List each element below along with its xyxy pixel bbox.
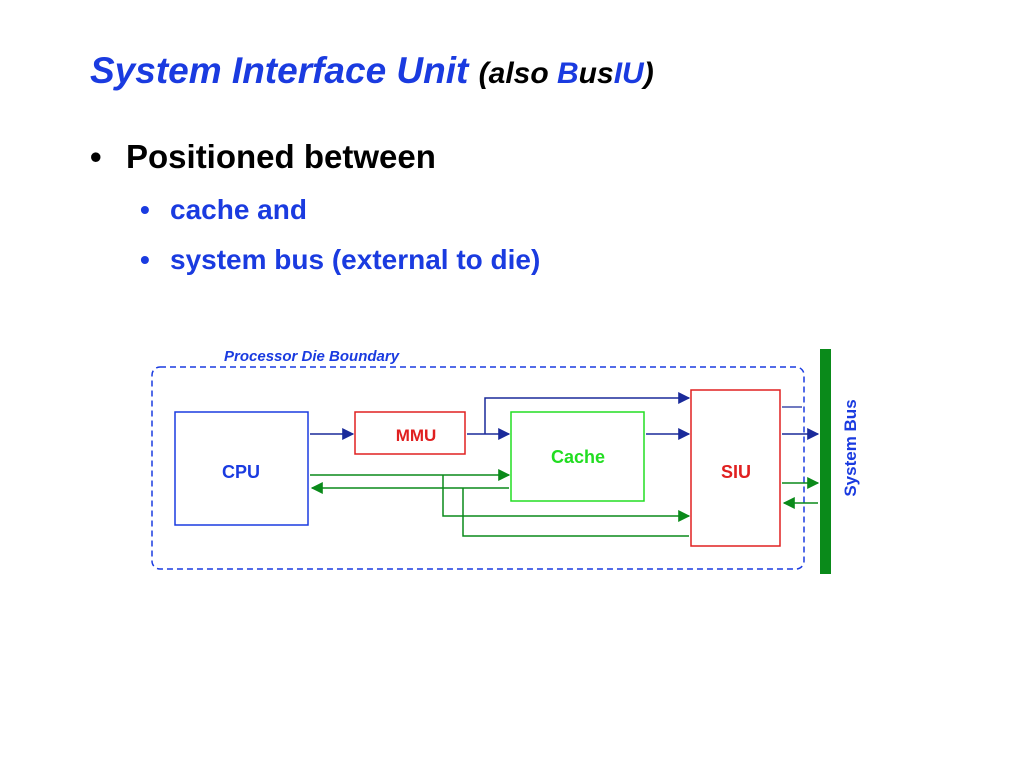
- title-parenthetical: (also BusIU): [479, 57, 654, 90]
- title-main: System Interface Unit: [90, 50, 469, 91]
- cpu-block: [174, 411, 309, 526]
- siu-block: [690, 389, 781, 547]
- mmu-block: [354, 411, 466, 455]
- title-letters-us: us: [578, 57, 614, 90]
- slide-title: System Interface Unit (also BusIU): [90, 50, 654, 92]
- siu-block-diagram: Processor Die Boundary CPU MMU Cache SIU…: [151, 348, 860, 574]
- arrow-mmu-to-siu: [484, 392, 691, 434]
- sub-bullet-text: system bus (external to die): [170, 244, 541, 275]
- system-bus-label: System Bus: [841, 399, 860, 496]
- mmu-label: MMU: [396, 426, 437, 445]
- bullet-level1: • Positioned between: [90, 138, 436, 176]
- die-boundary-label: Processor Die Boundary: [224, 348, 400, 365]
- title-letter-b: B: [557, 57, 579, 90]
- arrow-siu-to-cpu-line: [462, 488, 689, 537]
- cpu-label: CPU: [222, 462, 260, 482]
- die-boundary: [151, 366, 805, 570]
- bullet-dot: •: [140, 244, 150, 275]
- arrow-cpu-to-siu: [442, 475, 691, 522]
- sub-bullet-cache: • cache and: [140, 194, 307, 226]
- bullet-text: Positioned between: [126, 138, 436, 175]
- title-paren-open: (also: [478, 57, 557, 90]
- title-paren-close: ): [643, 57, 654, 90]
- bullet-dot: •: [90, 138, 102, 175]
- cache-label: Cache: [551, 447, 605, 467]
- sub-bullet-system-bus: • system bus (external to die): [140, 244, 540, 276]
- title-letters-iu: IU: [613, 57, 644, 90]
- system-bus-bar: [820, 349, 831, 574]
- sub-bullet-text: cache and: [170, 194, 307, 225]
- cache-block: [510, 411, 645, 502]
- bullet-dot: •: [140, 194, 150, 225]
- siu-label: SIU: [721, 462, 751, 482]
